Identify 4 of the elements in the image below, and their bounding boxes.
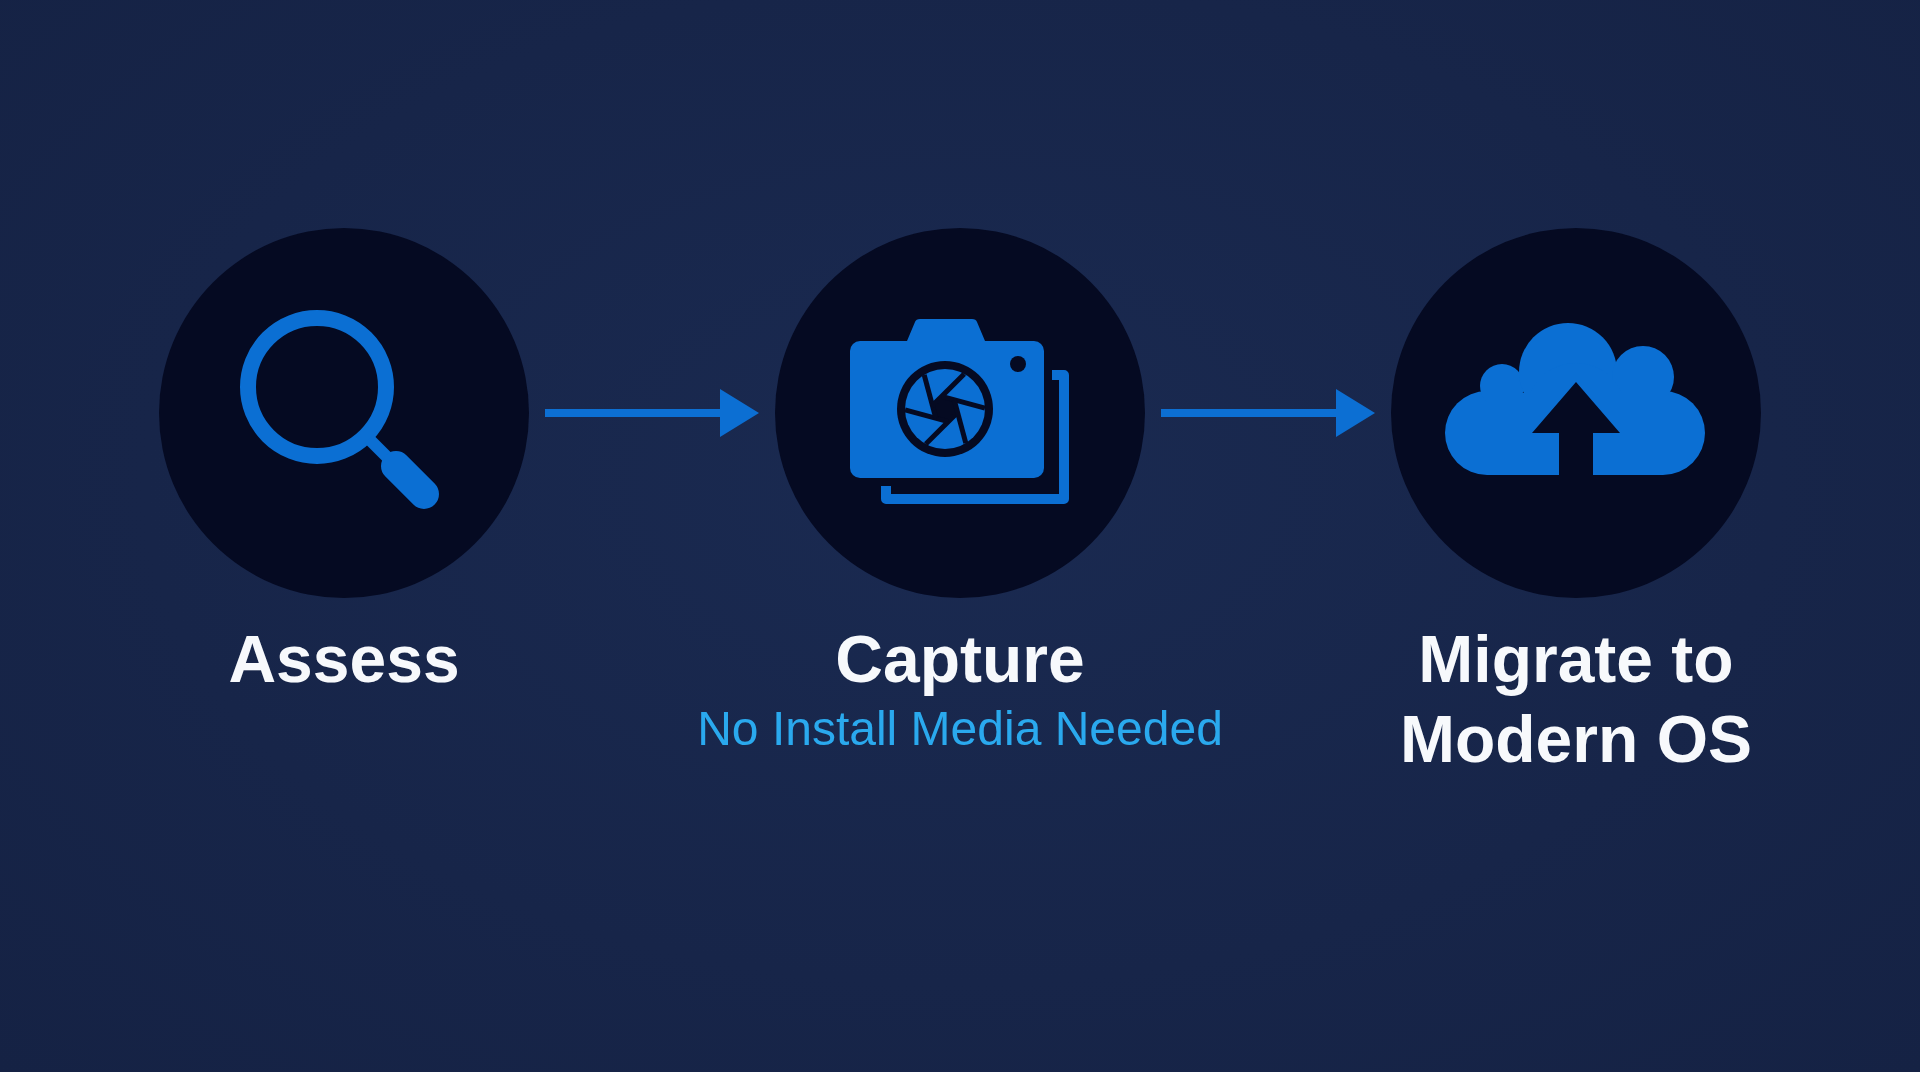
- step-title: Migrate to Modern OS: [1399, 621, 1753, 778]
- step-subtitle: No Install Media Needed: [697, 701, 1223, 757]
- step-title: Assess: [228, 621, 460, 698]
- step-title: Capture: [835, 621, 1085, 698]
